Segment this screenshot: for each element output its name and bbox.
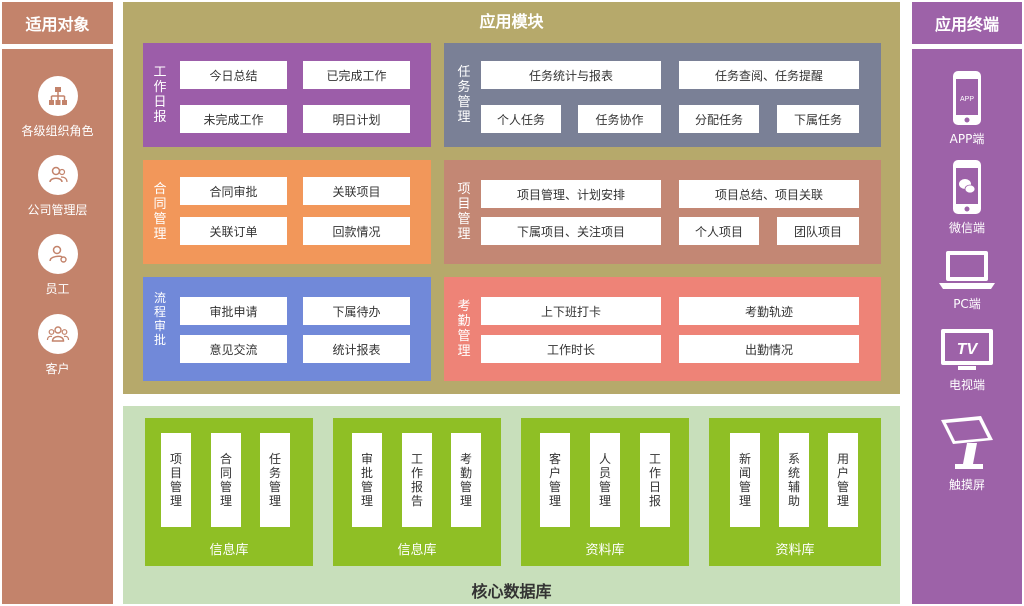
database-name: 信息库: [397, 543, 437, 558]
terminal-label: PC端: [953, 297, 981, 311]
module-item: 上下班打卡: [481, 297, 661, 325]
module-item: 任务统计与报表: [481, 61, 661, 89]
module-item: 项目总结、项目关联: [679, 180, 859, 208]
module-item: 审批申请: [180, 297, 287, 325]
module-item: 合同审批: [180, 177, 287, 205]
role-org: 各级组织角色: [2, 76, 113, 139]
terminals-panel: APP APP端 微信端 PC端 TV 电视端 触摸屏: [912, 49, 1022, 604]
database-item: 系统辅助: [779, 433, 809, 527]
app-modules-title: 应用模块: [479, 12, 544, 31]
module-label: 工作日报: [153, 65, 167, 125]
module-item: 分配任务: [679, 105, 759, 133]
database-name: 资料库: [585, 543, 625, 558]
module-task-management: 任务管理 任务统计与报表 任务查阅、任务提醒 个人任务 任务协作 分配任务 下属…: [444, 43, 881, 147]
right-column-title: 应用终端: [912, 2, 1022, 44]
module-item: 明日计划: [303, 105, 410, 133]
terminal-kiosk: 触摸屏: [912, 414, 1022, 493]
terminal-label: 电视端: [948, 378, 985, 392]
role-label: 公司管理层: [27, 203, 88, 217]
terminal-label: APP端: [949, 132, 985, 146]
laptop-icon: [939, 251, 995, 289]
database-item: 审批管理: [352, 433, 382, 527]
module-item: 任务查阅、任务提醒: [679, 61, 859, 89]
database-item: 考勤管理: [451, 433, 481, 527]
module-item: 关联项目: [303, 177, 410, 205]
database-item: 项目管理: [161, 433, 191, 527]
module-item: 任务协作: [578, 105, 661, 133]
module-item: 回款情况: [303, 217, 410, 245]
module-label: 流程审批: [153, 291, 166, 347]
module-item: 未完成工作: [180, 105, 287, 133]
module-item: 已完成工作: [303, 61, 410, 89]
module-label: 项目管理: [457, 182, 471, 242]
roles-panel: 各级组织角色 公司管理层 员工 客户: [2, 49, 113, 604]
module-attendance-management: 考勤管理 上下班打卡 考勤轨迹 工作时长 出勤情况: [444, 277, 881, 381]
core-database-title: 核心数据库: [471, 582, 552, 601]
module-contract-management: 合同管理 合同审批 关联项目 关联订单 回款情况: [143, 160, 431, 264]
role-employee: 员工: [2, 234, 113, 297]
database-block: 新闻管理 系统辅助 用户管理 资料库: [709, 418, 881, 566]
group-icon: [37, 314, 78, 354]
module-item: 今日总结: [180, 61, 287, 89]
database-item: 客户管理: [540, 433, 570, 527]
module-item: 下属项目、关注项目: [481, 217, 661, 245]
module-item: 下属任务: [777, 105, 859, 133]
tv-icon: TV: [941, 329, 993, 370]
module-label: 考勤管理: [457, 299, 471, 359]
module-item: 工作时长: [481, 335, 661, 363]
terminal-app: APP APP端: [912, 70, 1022, 147]
role-label: 各级组织角色: [21, 124, 94, 138]
module-item: 考勤轨迹: [679, 297, 859, 325]
database-item: 新闻管理: [730, 433, 760, 527]
database-item: 合同管理: [211, 433, 241, 527]
module-item: 出勤情况: [679, 335, 859, 363]
phone-app-icon: APP: [953, 71, 981, 125]
users-icon: [37, 155, 78, 195]
database-name: 信息库: [209, 543, 249, 558]
module-item: 关联订单: [180, 217, 287, 245]
module-item: 个人任务: [481, 105, 561, 133]
module-item: 统计报表: [303, 335, 410, 363]
role-management: 公司管理层: [2, 155, 113, 218]
module-item: 项目管理、计划安排: [481, 180, 661, 208]
left-column-title: 适用对象: [2, 2, 113, 44]
terminal-wechat: 微信端: [912, 159, 1022, 236]
module-work-report: 工作日报 今日总结 已完成工作 未完成工作 明日计划: [143, 43, 431, 147]
database-block: 客户管理 人员管理 工作日报 资料库: [521, 418, 689, 566]
database-item: 人员管理: [590, 433, 620, 527]
database-block: 审批管理 工作报告 考勤管理 信息库: [333, 418, 501, 566]
user-gear-icon: [37, 234, 78, 274]
database-item: 工作报告: [402, 433, 432, 527]
database-item: 用户管理: [828, 433, 858, 527]
phone-app-icon-text: APP: [960, 96, 974, 103]
phone-wechat-icon: [953, 160, 981, 214]
database-block: 项目管理 合同管理 任务管理 信息库: [145, 418, 313, 566]
tv-icon-text: TV: [957, 341, 979, 358]
terminal-label: 微信端: [948, 221, 985, 235]
role-customer: 客户: [2, 314, 113, 377]
terminal-tv: TV 电视端: [912, 328, 1022, 393]
role-label: 员工: [45, 282, 70, 296]
terminal-pc: PC端: [912, 249, 1022, 312]
module-item: 下属待办: [303, 297, 410, 325]
database-name: 资料库: [775, 543, 815, 558]
module-item: 团队项目: [777, 217, 859, 245]
module-project-management: 项目管理 项目管理、计划安排 项目总结、项目关联 下属项目、关注项目 个人项目 …: [444, 160, 881, 264]
database-item: 工作日报: [640, 433, 670, 527]
role-label: 客户: [45, 362, 70, 376]
module-label: 任务管理: [457, 65, 471, 125]
kiosk-icon: [941, 416, 993, 469]
module-item: 意见交流: [180, 335, 287, 363]
database-item: 任务管理: [260, 433, 290, 527]
module-item: 个人项目: [679, 217, 759, 245]
module-process-approval: 流程审批 审批申请 下属待办 意见交流 统计报表: [143, 277, 431, 381]
org-chart-icon: [37, 76, 78, 116]
module-label: 合同管理: [153, 182, 167, 242]
terminal-label: 触摸屏: [948, 478, 985, 492]
